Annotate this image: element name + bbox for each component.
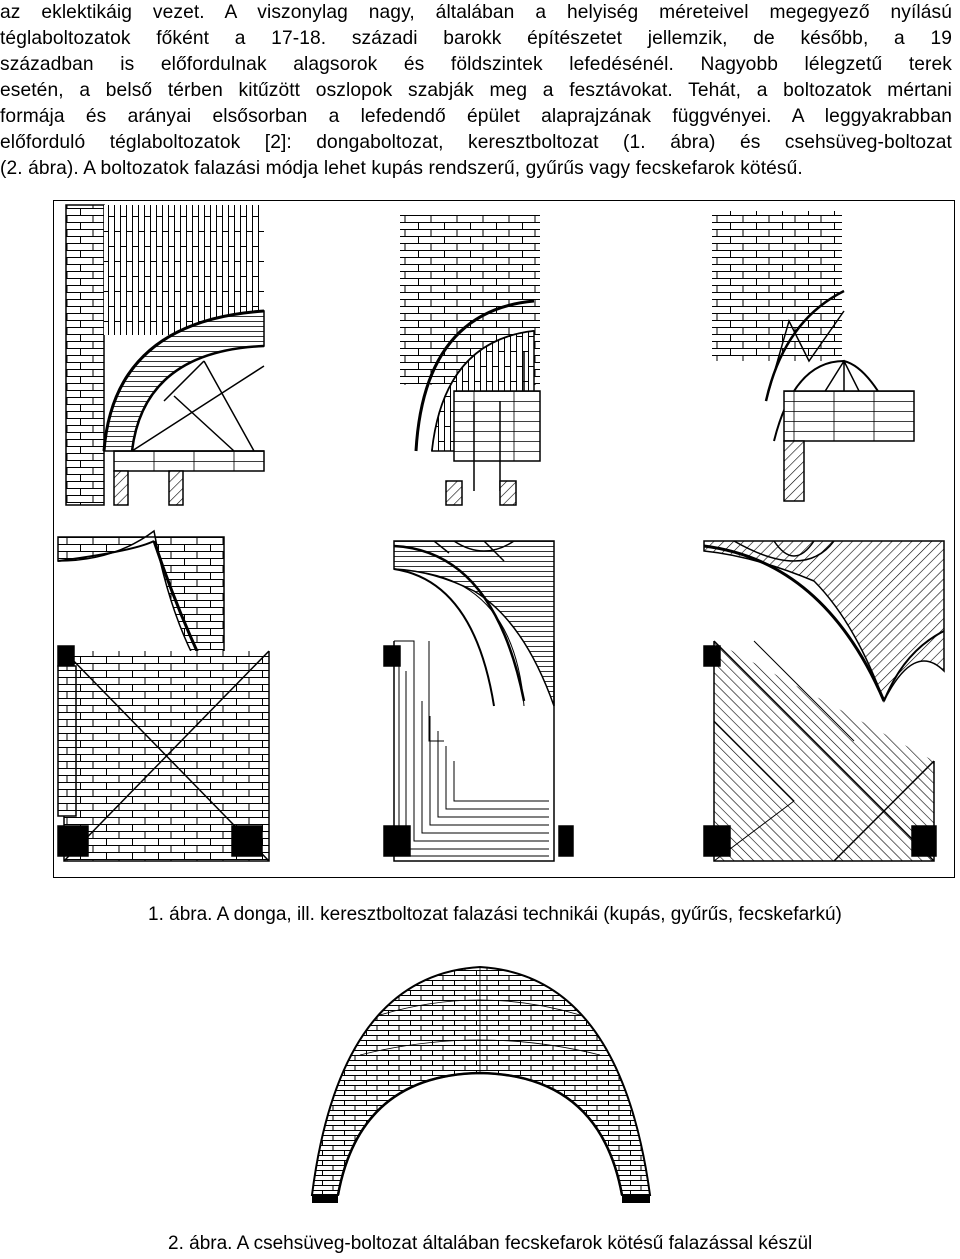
panel-barrel-ring [400, 215, 541, 506]
body-paragraph: az eklektikáig vezet. A viszonylag nagy,… [0, 0, 952, 182]
paragraph-line: téglaboltozatok főként a 17-18. századi … [0, 28, 952, 49]
panel-cross-kupas [57, 529, 270, 862]
paragraph-line: században is előfordulnak alagsorok és f… [0, 54, 952, 75]
panel-barrel-fecskefark [712, 211, 915, 502]
figure-2-bohemian-vault [300, 955, 660, 1220]
figure-1-caption: 1. ábra. A donga, ill. keresztboltozat f… [148, 904, 842, 925]
bohemian-vault-drawing [310, 965, 652, 1203]
figure-1-vault-techniques [53, 200, 955, 878]
paragraph-line: (2. ábra). A boltozatok falazási módja l… [0, 158, 803, 179]
paragraph-line: az eklektikáig vezet. A viszonylag nagy,… [0, 2, 952, 23]
panel-cross-fecskefark [703, 540, 945, 862]
paragraph-line: esetén, a belső térben kitűzött oszlopok… [0, 80, 952, 101]
panel-cross-ring [383, 540, 574, 862]
paragraph-line: formája és arányai elsősorban a lefedend… [0, 106, 952, 127]
vault-drawings-illustration [57, 204, 945, 862]
figure-2-caption: 2. ábra. A csehsüveg-boltozat általában … [168, 1233, 813, 1254]
paragraph-line: előforduló téglaboltozatok [2]: dongabol… [0, 132, 952, 153]
panel-barrel-kupas [65, 204, 265, 506]
